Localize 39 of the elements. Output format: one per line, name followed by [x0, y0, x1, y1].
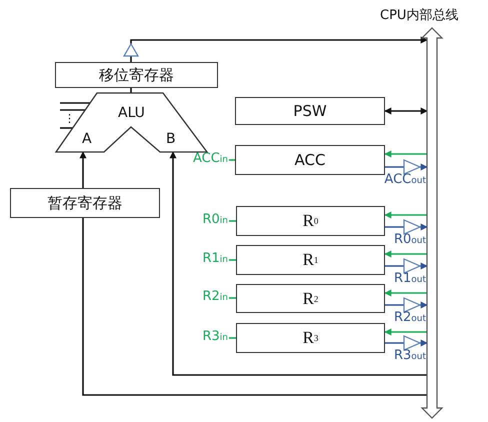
ellipsis-mark: ⋮: [64, 113, 75, 125]
arrow: [384, 290, 427, 296]
arrow: [420, 224, 428, 230]
arrow: [170, 151, 427, 376]
connector-line: [229, 159, 235, 161]
arrow: [384, 150, 427, 158]
arrow: [384, 250, 427, 258]
register-box: PSW: [235, 97, 385, 125]
register-box: ACC: [235, 145, 385, 175]
connector-line: [60, 102, 90, 104]
connector-line: [385, 226, 404, 228]
connector-line: [229, 220, 236, 222]
arrow: [420, 302, 428, 308]
arrow: [384, 108, 428, 114]
connector-line: [130, 56, 132, 62]
connector-line: [385, 304, 404, 306]
connector-line: [60, 109, 86, 111]
connector-line: [229, 297, 236, 299]
arrow: [384, 212, 427, 218]
alu-label: ALU: [118, 105, 145, 121]
connector-line: [229, 259, 236, 261]
connector-line: [385, 342, 404, 344]
port-label: B: [166, 131, 176, 147]
connector-line: [82, 218, 427, 396]
bus-label: CPU内部总线: [380, 7, 458, 24]
connector-line: [60, 127, 73, 129]
arrow: [420, 262, 428, 270]
arrow: [80, 151, 86, 188]
arrow: [420, 340, 428, 346]
connector-line: [229, 337, 236, 339]
arrow: [384, 328, 427, 336]
connector-line: [385, 265, 404, 267]
register-box: 移位寄存器: [55, 62, 218, 88]
register-box: 暂存寄存器: [10, 188, 160, 218]
connector-line: [385, 166, 404, 168]
connector-line: [130, 88, 132, 93]
arrow: [420, 164, 428, 170]
arrow: [130, 36, 428, 44]
port-label: A: [82, 131, 92, 147]
